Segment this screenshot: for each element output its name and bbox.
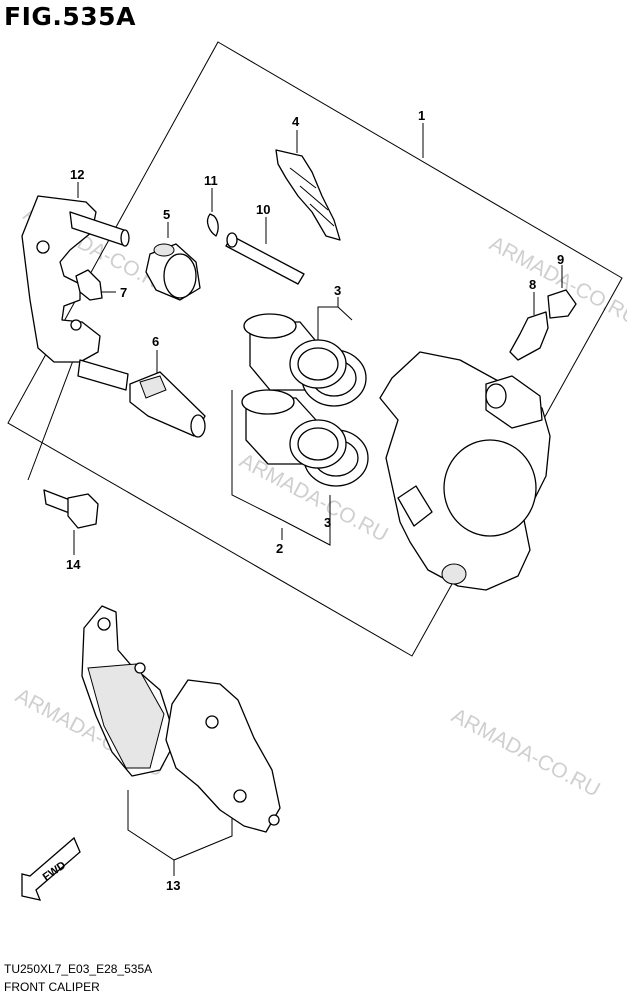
pistons-seals — [241, 313, 369, 487]
callout-6: 6 — [152, 334, 159, 349]
caliper-body — [379, 351, 551, 591]
callout-4: 4 — [292, 114, 300, 129]
pin-boot — [145, 243, 201, 301]
bleeder-valve — [509, 289, 577, 361]
mounting-bolt — [43, 489, 99, 529]
callout-13: 13 — [166, 878, 180, 893]
callout-9: 9 — [557, 252, 564, 267]
callout-3: 3 — [324, 515, 331, 530]
pad-clip — [75, 269, 103, 301]
brake-pads — [81, 605, 281, 833]
watermark: ARMADA-CO.RU — [448, 704, 604, 802]
callout-8: 8 — [529, 277, 536, 292]
retaining-clip — [206, 213, 219, 237]
diagram-caption: FRONT CALIPER — [4, 980, 100, 994]
slide-pin-lower — [77, 359, 206, 438]
callout-7: 7 — [120, 285, 127, 300]
callout-2: 2 — [276, 541, 283, 556]
forward-arrow-icon: FWD — [21, 836, 81, 901]
diagram-code: TU250XL7_E03_E28_535A — [4, 962, 153, 976]
callout-14: 14 — [66, 557, 81, 572]
pad-spring — [275, 149, 341, 241]
callout-11: 11 — [204, 173, 218, 188]
caliper-bracket — [21, 195, 101, 363]
callout-1: 1 — [418, 108, 425, 123]
callout-5: 5 — [163, 207, 170, 222]
figure-title: FIG.535A — [4, 2, 136, 31]
callout-12: 12 — [70, 167, 84, 182]
callout-10: 10 — [256, 202, 270, 217]
callout-numbers: 1 2 3 3 4 5 6 7 8 9 10 11 12 13 14 — [66, 108, 564, 893]
leader-lines — [27, 123, 563, 876]
slide-pin-upper — [69, 211, 130, 247]
pad-pin — [225, 232, 305, 285]
callout-3: 3 — [334, 283, 341, 298]
